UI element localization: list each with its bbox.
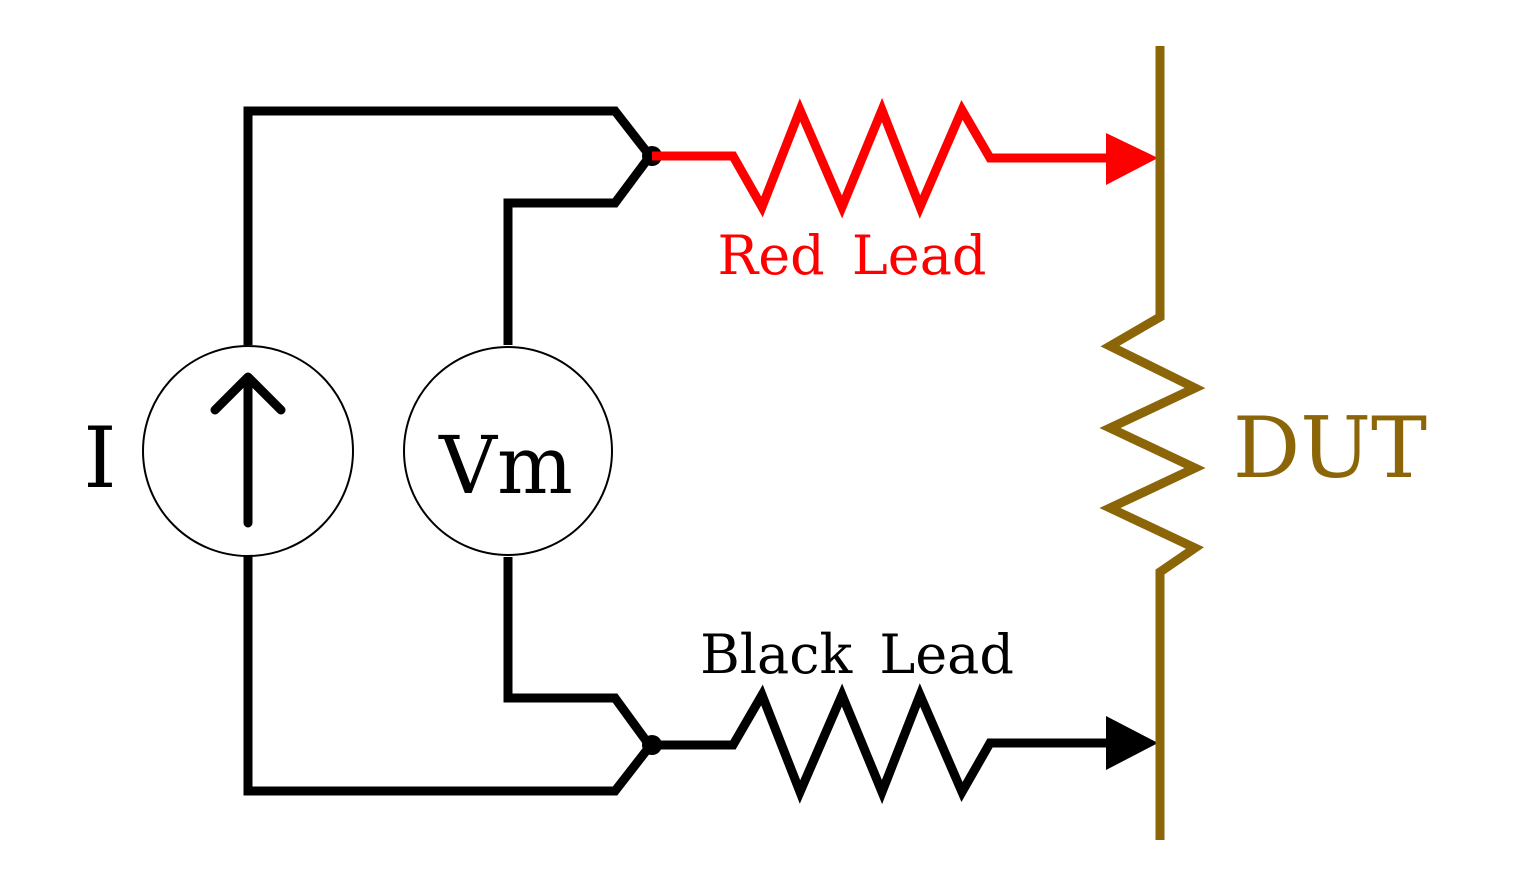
voltmeter-top-wire — [503, 153, 654, 345]
current-source-bottom-wire — [243, 555, 654, 796]
dut-resistor — [1099, 46, 1206, 840]
current-source-label: I — [83, 409, 116, 507]
voltmeter-bottom-wire — [503, 557, 654, 749]
black-lead-arrow — [1106, 716, 1158, 770]
red-lead-label: Red Lead — [718, 224, 987, 287]
dut-label: DUT — [1233, 399, 1427, 497]
black-lead-resistor — [652, 683, 1110, 805]
black-lead-label: Black Lead — [700, 623, 1014, 686]
voltmeter-circle — [403, 346, 613, 556]
current-source-top-wire — [243, 106, 654, 345]
red-lead-resistor — [652, 97, 1110, 219]
red-lead-arrow — [1106, 133, 1158, 185]
current-source-arrow-icon — [210, 372, 286, 528]
voltmeter-label: Vm — [438, 419, 573, 512]
